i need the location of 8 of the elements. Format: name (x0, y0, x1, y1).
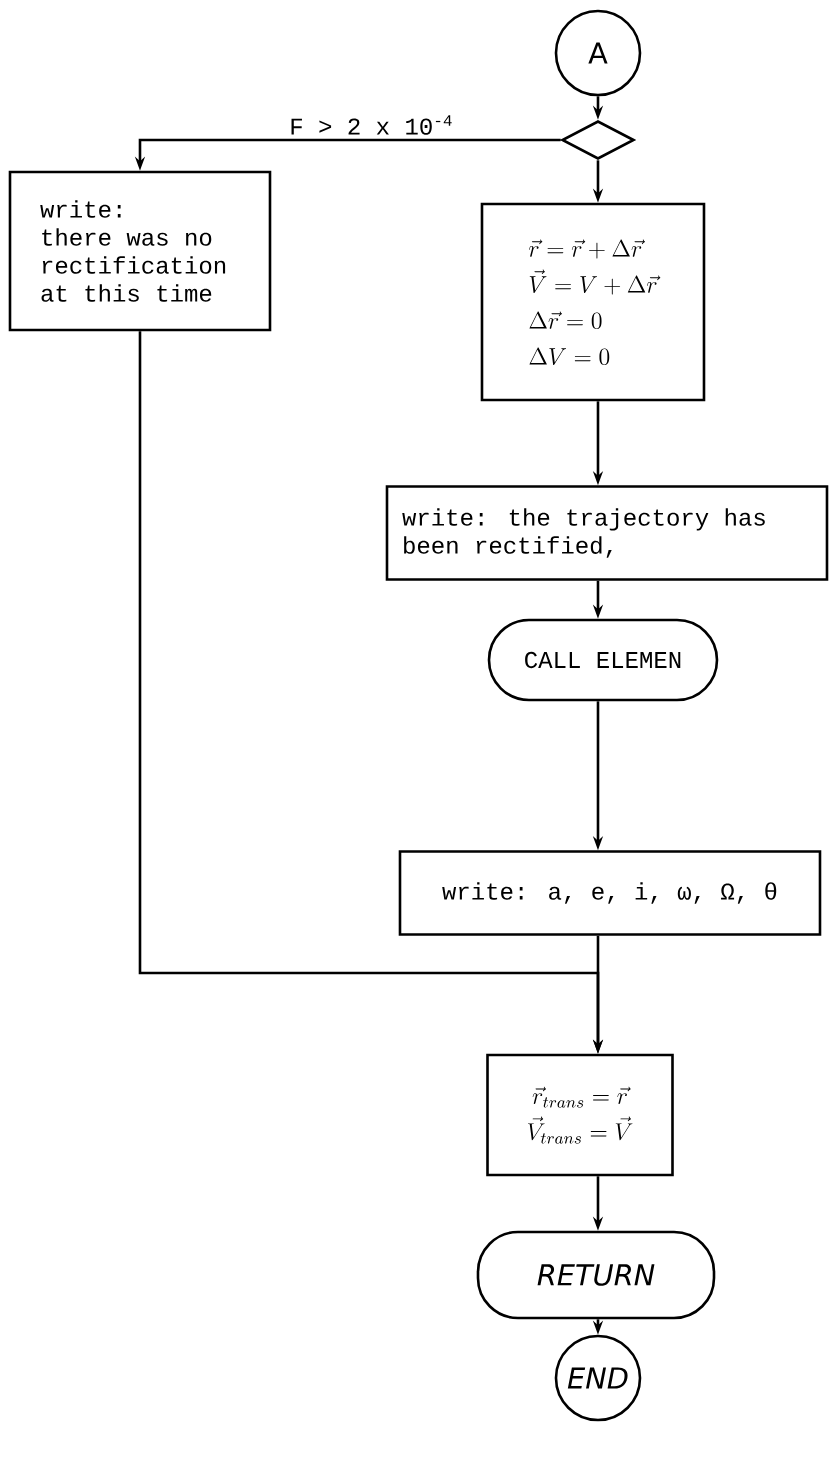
process-box: write: the trajectory has been rectified, (385, 485, 829, 581)
process-box: write: there was no rectification at this time (8, 170, 272, 332)
process-box: $\vec{r}_{trans} = \vec{r}$ $\vec{V}_{trans} = \vec{V}$ (486, 1053, 674, 1177)
terminal-box: CALL ELEMEN (487, 618, 719, 702)
terminal-box: RETURN (476, 1230, 716, 1320)
edge-label: F > 2 x 10$^{-4}$ (287, 113, 456, 137)
process-box: write: a, e, i, ω, Ω, θ (398, 850, 822, 936)
process-box: $\vec{r} = \vec{r} + \Delta\vec{r}$ $\vec{V} = V + \Delta\vec{r}$ $\Delta\vec{r} = 0$ $\Delta V = 0$ (480, 202, 706, 402)
